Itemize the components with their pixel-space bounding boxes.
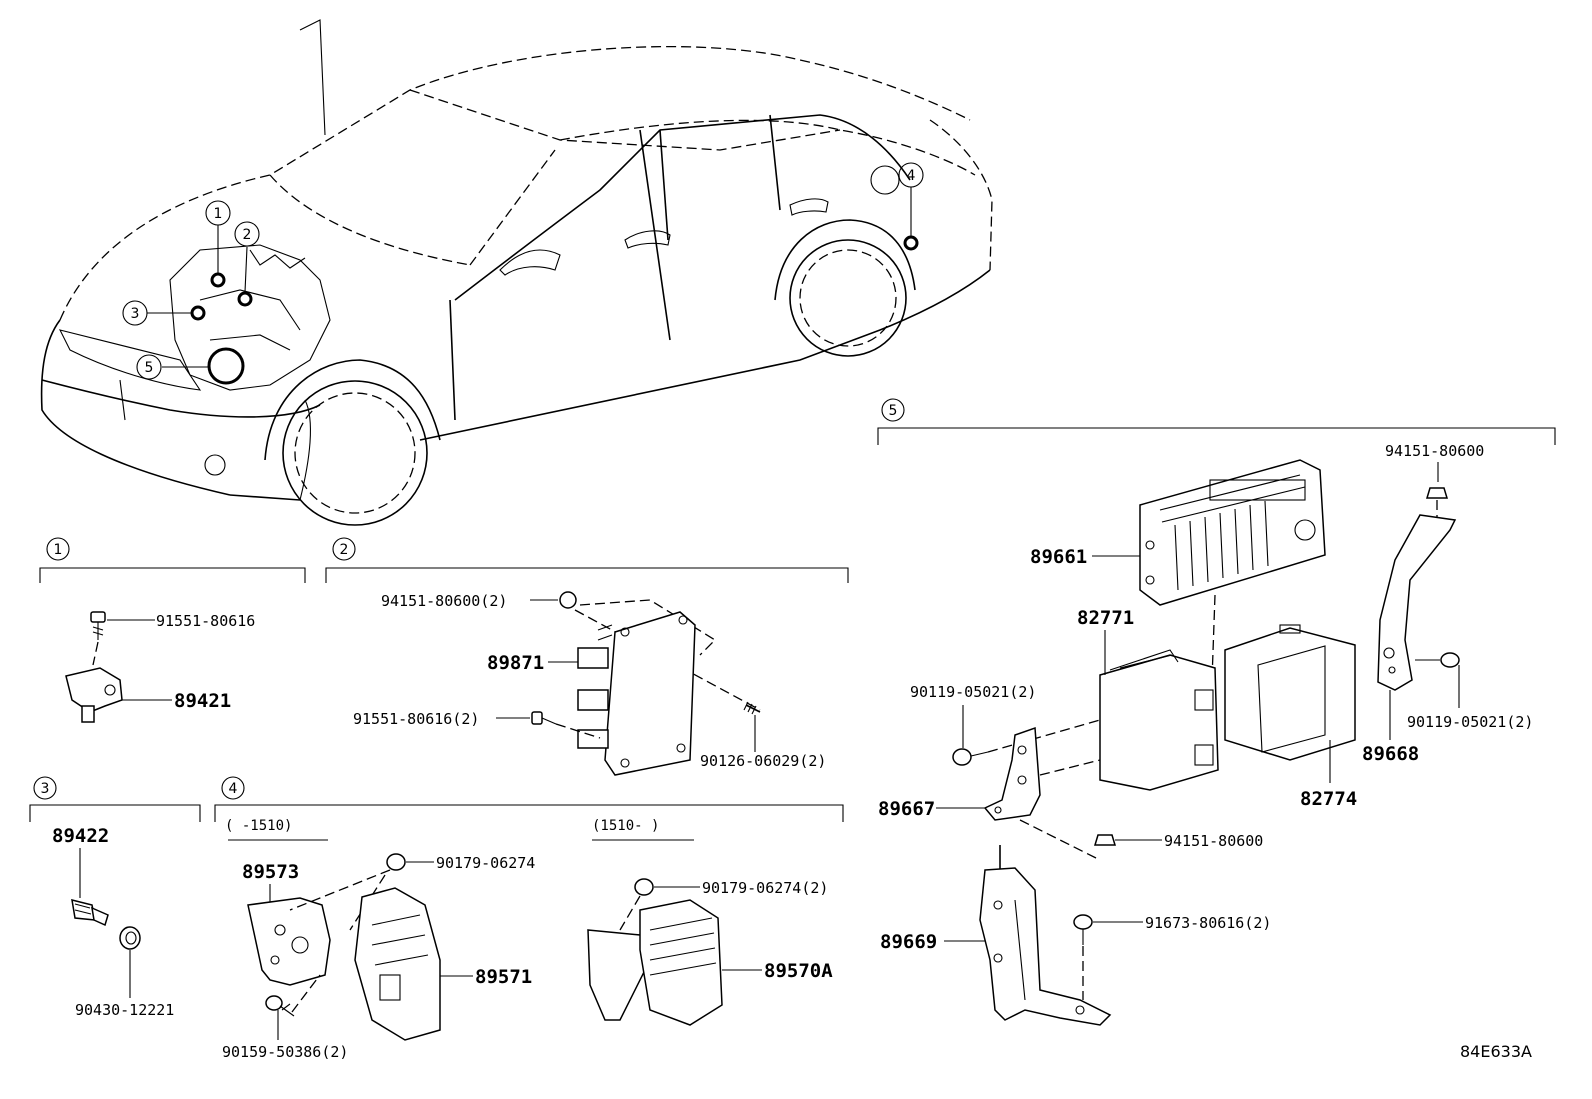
stud-icon[interactable] bbox=[743, 701, 761, 715]
svg-text:1: 1 bbox=[54, 542, 63, 558]
part-number[interactable]: 90430-12221 bbox=[75, 1001, 174, 1019]
bracket-icon[interactable] bbox=[1377, 514, 1457, 691]
callout-5[interactable]: 5 bbox=[136, 354, 162, 380]
svg-text:5: 5 bbox=[145, 360, 154, 376]
part-number[interactable]: 89668 bbox=[1362, 743, 1419, 765]
part-number[interactable]: 82771 bbox=[1077, 607, 1134, 629]
part-number[interactable]: 89422 bbox=[52, 825, 109, 847]
part-number[interactable]: 91551-80616(2) bbox=[353, 710, 479, 728]
part-number[interactable]: 90119-05021(2) bbox=[1407, 713, 1533, 731]
part-number[interactable]: 90119-05021(2) bbox=[910, 683, 1036, 701]
bracket-icon[interactable] bbox=[979, 845, 1112, 1026]
nut-icon[interactable] bbox=[634, 878, 654, 896]
part-number[interactable]: 89669 bbox=[880, 931, 937, 953]
part-number[interactable]: 89667 bbox=[878, 798, 935, 820]
part-number[interactable]: 89661 bbox=[1030, 546, 1087, 568]
part-number[interactable]: 82774 bbox=[1300, 788, 1357, 810]
part-number[interactable]: 89573 bbox=[242, 861, 299, 883]
bolt-icon[interactable] bbox=[1415, 652, 1460, 668]
bolt-icon[interactable] bbox=[90, 611, 106, 640]
bracket-icon[interactable] bbox=[983, 726, 1041, 821]
callout-1[interactable]: 1 bbox=[205, 200, 231, 226]
car-illustration bbox=[40, 19, 993, 526]
part-number[interactable]: 90179-06274(2) bbox=[702, 879, 828, 897]
part-number[interactable]: 89871 bbox=[487, 652, 544, 674]
part-number[interactable]: 89570A bbox=[764, 960, 833, 982]
case-icon[interactable] bbox=[1099, 649, 1219, 791]
car-locator-markers bbox=[147, 187, 919, 385]
ecm-icon[interactable] bbox=[1139, 459, 1326, 606]
callout-2[interactable]: 2 bbox=[234, 221, 260, 247]
range-label-before: ( -1510) bbox=[225, 818, 292, 834]
nut-icon[interactable] bbox=[1425, 487, 1449, 499]
section-1: 1 91551-80616 89421 bbox=[39, 537, 306, 723]
part-number[interactable]: 89421 bbox=[174, 690, 231, 712]
nut-icon[interactable] bbox=[386, 853, 406, 871]
svg-text:3: 3 bbox=[131, 306, 140, 322]
part-number[interactable]: 94151-80600 bbox=[1164, 832, 1263, 850]
part-number[interactable]: 90159-50386(2) bbox=[222, 1043, 348, 1061]
bracket-icon[interactable] bbox=[247, 897, 331, 986]
bolt-icon[interactable] bbox=[531, 711, 557, 725]
nut-icon[interactable] bbox=[559, 591, 577, 609]
bolt-icon[interactable] bbox=[952, 748, 989, 766]
part-number[interactable]: 91673-80616(2) bbox=[1145, 914, 1271, 932]
svg-text:3: 3 bbox=[41, 781, 50, 797]
section-2: 2 94151-80600(2) 89871 91551-80616(2) bbox=[325, 537, 849, 776]
section-4: 4 ( -1510) (1510- ) 89573 90179-06274 89… bbox=[214, 776, 844, 1061]
callout-3[interactable]: 3 bbox=[122, 300, 148, 326]
map-sensor-icon[interactable] bbox=[65, 667, 123, 723]
range-label-after: (1510- ) bbox=[592, 818, 659, 834]
diagram-reference: 84E633A bbox=[1460, 1042, 1532, 1061]
module-icon[interactable] bbox=[587, 899, 723, 1026]
part-number[interactable]: 90126-06029(2) bbox=[700, 752, 826, 770]
section-5: 5 94151-80600 90119-05021(2) 89668 bbox=[877, 398, 1556, 1026]
cover-icon[interactable] bbox=[1224, 624, 1356, 761]
part-number[interactable]: 94151-80600(2) bbox=[381, 592, 507, 610]
svg-text:2: 2 bbox=[243, 227, 252, 243]
svg-text:4: 4 bbox=[229, 781, 238, 797]
bolt-icon[interactable] bbox=[265, 995, 295, 1017]
gasket-icon[interactable] bbox=[119, 926, 141, 950]
part-number[interactable]: 89571 bbox=[475, 966, 532, 988]
temperature-sensor-icon[interactable] bbox=[71, 898, 109, 927]
part-number[interactable]: 94151-80600 bbox=[1385, 442, 1484, 460]
svg-text:2: 2 bbox=[340, 542, 349, 558]
ecu-icon[interactable] bbox=[577, 611, 696, 776]
callout-4[interactable]: 4 bbox=[898, 162, 924, 188]
bolt-icon[interactable] bbox=[1073, 914, 1093, 945]
nut-icon[interactable] bbox=[1093, 834, 1117, 846]
part-number[interactable]: 90179-06274 bbox=[436, 854, 535, 872]
svg-text:4: 4 bbox=[907, 168, 916, 184]
module-icon[interactable] bbox=[354, 887, 441, 1041]
svg-text:1: 1 bbox=[214, 206, 223, 222]
svg-text:5: 5 bbox=[889, 403, 898, 419]
section-3: 3 89422 90430-12221 bbox=[29, 776, 201, 1019]
part-number[interactable]: 91551-80616 bbox=[156, 612, 255, 630]
